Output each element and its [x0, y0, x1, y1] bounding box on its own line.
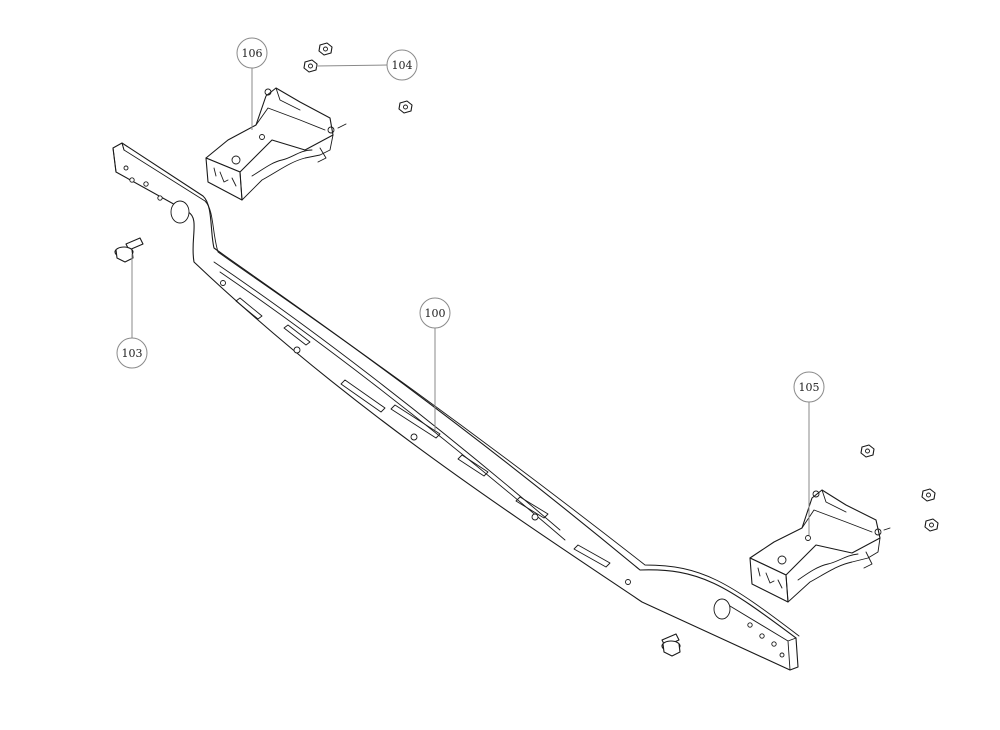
- callout-label: 100: [425, 307, 446, 320]
- callout-105[interactable]: 105: [793, 371, 825, 403]
- left-mounting-bracket-part: [205, 87, 347, 201]
- callout-104[interactable]: 104: [386, 49, 418, 81]
- callout-label: 103: [122, 347, 143, 360]
- callout-label: 104: [392, 59, 413, 72]
- callout-103[interactable]: 103: [116, 337, 148, 369]
- cross-member-part: [112, 142, 800, 671]
- callout-label: 105: [799, 381, 820, 394]
- callout-label: 106: [242, 47, 263, 60]
- flange-bolt-part: [114, 237, 681, 657]
- callout-106[interactable]: 106: [236, 37, 268, 69]
- callout-100[interactable]: 100: [419, 297, 451, 329]
- right-mounting-bracket-part: [749, 489, 891, 603]
- leader-line-104: [315, 64, 388, 67]
- hex-nut-part: [303, 42, 939, 532]
